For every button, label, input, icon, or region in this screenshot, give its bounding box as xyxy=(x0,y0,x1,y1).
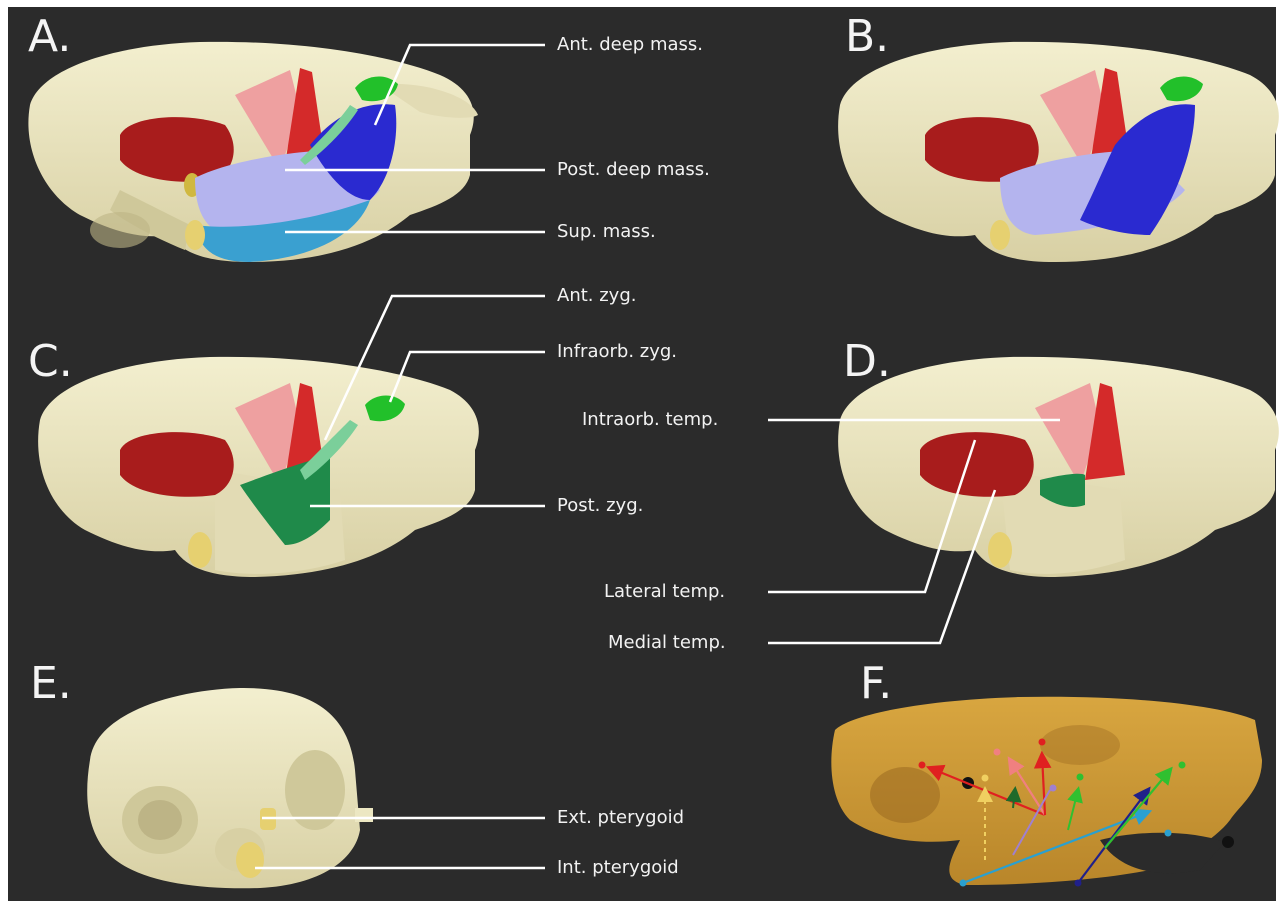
panel-label-f: F. xyxy=(860,662,892,706)
label-int-pterygoid: Int. pterygoid xyxy=(557,858,679,878)
label-lateral-temp: Lateral temp. xyxy=(604,582,725,602)
label-sup-mass: Sup. mass. xyxy=(557,222,656,242)
skull-photo-f xyxy=(831,697,1262,885)
panel-label-d: D. xyxy=(843,340,891,384)
skull-e xyxy=(87,688,373,888)
label-intraorb-temp: Intraorb. temp. xyxy=(582,410,718,430)
label-ext-pterygoid: Ext. pterygoid xyxy=(557,808,684,828)
label-medial-temp: Medial temp. xyxy=(608,633,726,653)
label-post-deep-mass: Post. deep mass. xyxy=(557,160,710,180)
skull-b xyxy=(838,42,1279,262)
label-post-zyg: Post. zyg. xyxy=(557,496,643,516)
label-infraorb-zyg: Infraorb. zyg. xyxy=(557,342,677,362)
skull-c xyxy=(38,357,479,577)
panel-label-c: C. xyxy=(28,340,73,384)
panel-label-b: B. xyxy=(845,15,889,59)
panel-label-e: E. xyxy=(30,662,72,706)
panel-label-a: A. xyxy=(28,15,71,59)
label-ant-zyg: Ant. zyg. xyxy=(557,286,636,306)
skull-a xyxy=(28,42,478,262)
label-ant-deep-mass: Ant. deep mass. xyxy=(557,35,703,55)
skull-d xyxy=(838,357,1279,577)
